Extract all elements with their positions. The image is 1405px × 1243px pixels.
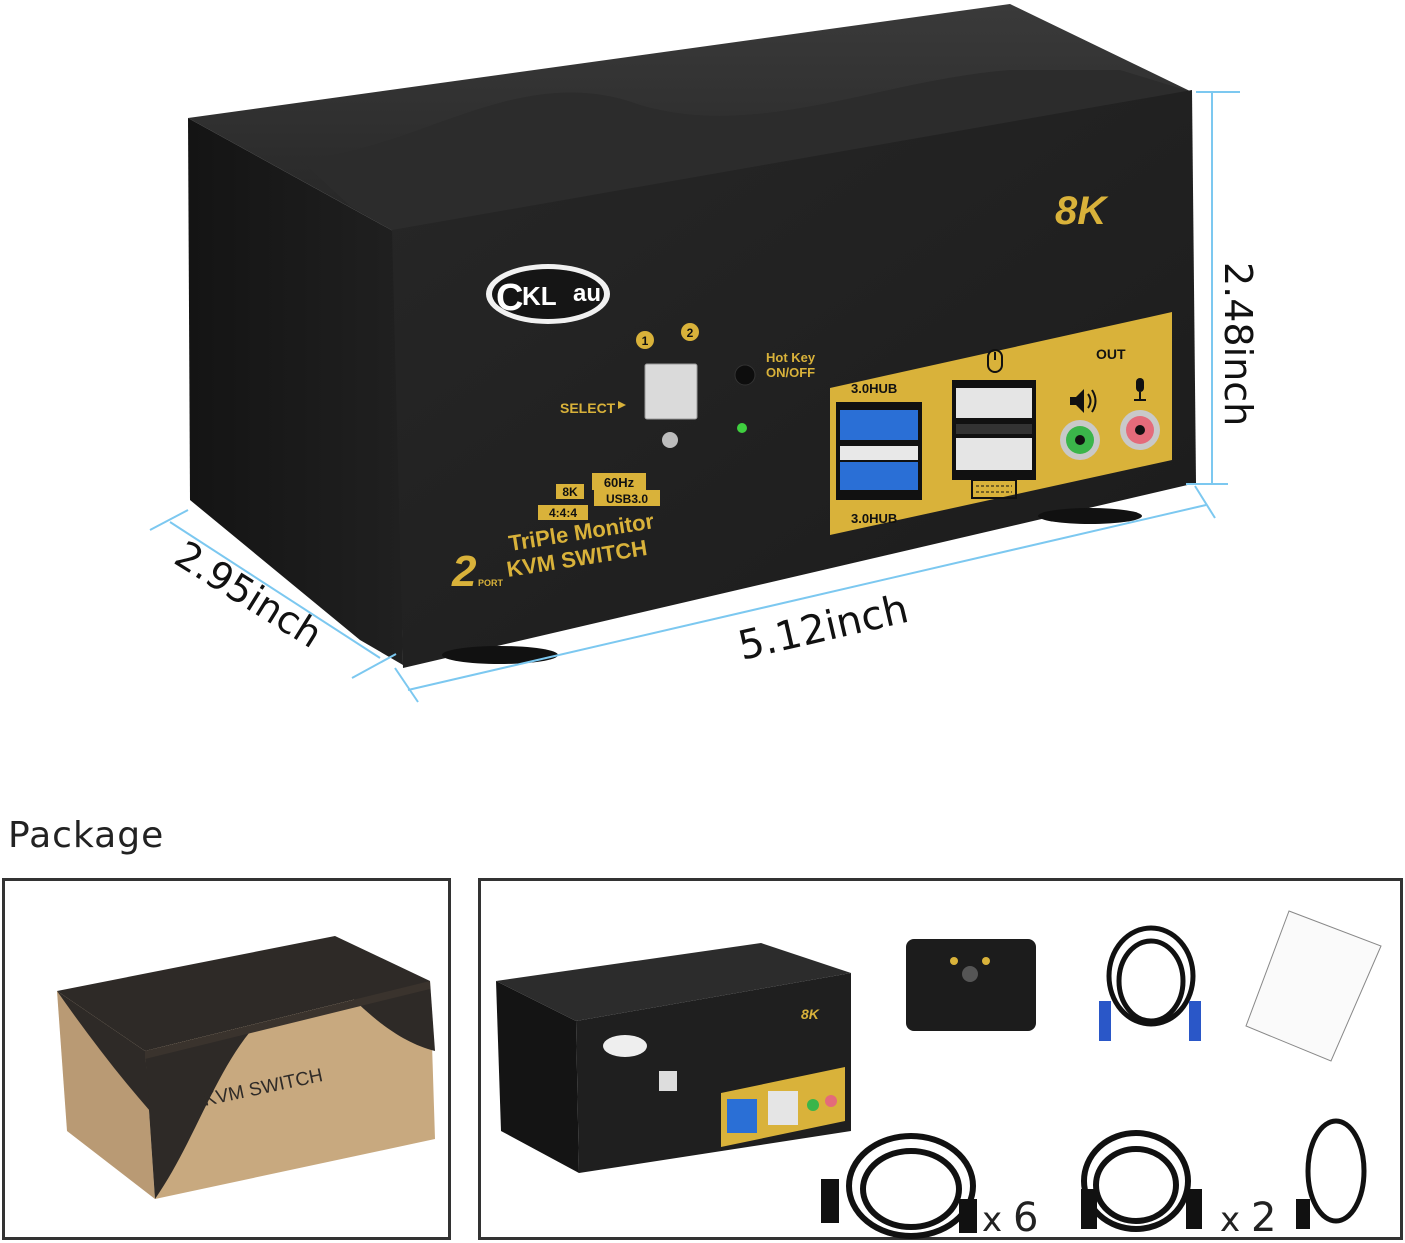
select-label: SELECT [560, 400, 616, 416]
svg-text:USB3.0: USB3.0 [606, 492, 648, 506]
svg-text:1: 1 [642, 334, 649, 348]
usb-cable-coil [1099, 925, 1201, 1041]
hdmi-cable-coil [821, 1133, 977, 1239]
cardboard-box: KVM SWITCH [57, 936, 435, 1199]
mini-kvm-switch: 8K [496, 943, 851, 1173]
svg-text:8K: 8K [801, 1006, 820, 1022]
keyboard-icon [971, 479, 1017, 499]
svg-text:au: au [573, 280, 601, 307]
port-panel: 3.0HUB 3.0HUB OUT [830, 312, 1172, 535]
hotkey-label-2: ON/OFF [766, 365, 815, 380]
svg-text:3.0HUB: 3.0HUB [851, 511, 897, 526]
dimension-lines [149, 91, 1240, 703]
status-led [737, 423, 747, 433]
spec-labels: 8K 60Hz 4:4:4 USB3.0 TriPle Monitor KVM … [451, 473, 660, 596]
contents-panel: 8K [478, 878, 1403, 1240]
mouse-icon [987, 349, 1003, 373]
package-title: Package [8, 815, 165, 856]
svg-text:8K: 8K [562, 485, 578, 499]
width-dimension: 5.12inch [734, 586, 913, 670]
usb-ab-cable-coil [1081, 1130, 1202, 1232]
svg-text:C: C [496, 277, 523, 319]
svg-text:3.0HUB: 3.0HUB [851, 381, 897, 396]
svg-text:4:4:4: 4:4:4 [549, 506, 577, 520]
hotkey-label-1: Hot Key [766, 350, 816, 365]
hotkey-button[interactable] [734, 364, 756, 386]
select-button[interactable]: 1 2 [636, 323, 699, 448]
svg-text:60Hz: 60Hz [604, 475, 635, 490]
hdmi-quantity: x 6 [982, 1195, 1039, 1241]
svg-text:2: 2 [687, 326, 694, 340]
brand-logo: C KL au [486, 264, 610, 324]
package-contents: 8K [496, 910, 1382, 1239]
power-cable [1296, 1118, 1367, 1229]
box-panel: KVM SWITCH [2, 878, 451, 1240]
out-label: OUT [1096, 346, 1126, 362]
wired-remote [906, 939, 1036, 1031]
usb-quantity: x 2 [1220, 1195, 1277, 1241]
svg-text:KL: KL [522, 281, 557, 311]
8k-badge: 8K [1055, 189, 1109, 233]
height-dimension: 2.48inch [1216, 262, 1260, 426]
svg-text:PORT: PORT [478, 578, 504, 588]
svg-text:2: 2 [451, 547, 477, 596]
kvm-switch-body [188, 4, 1196, 668]
microphone-icon [1134, 378, 1146, 401]
speaker-icon [1070, 389, 1097, 413]
user-manual [1245, 910, 1382, 1062]
